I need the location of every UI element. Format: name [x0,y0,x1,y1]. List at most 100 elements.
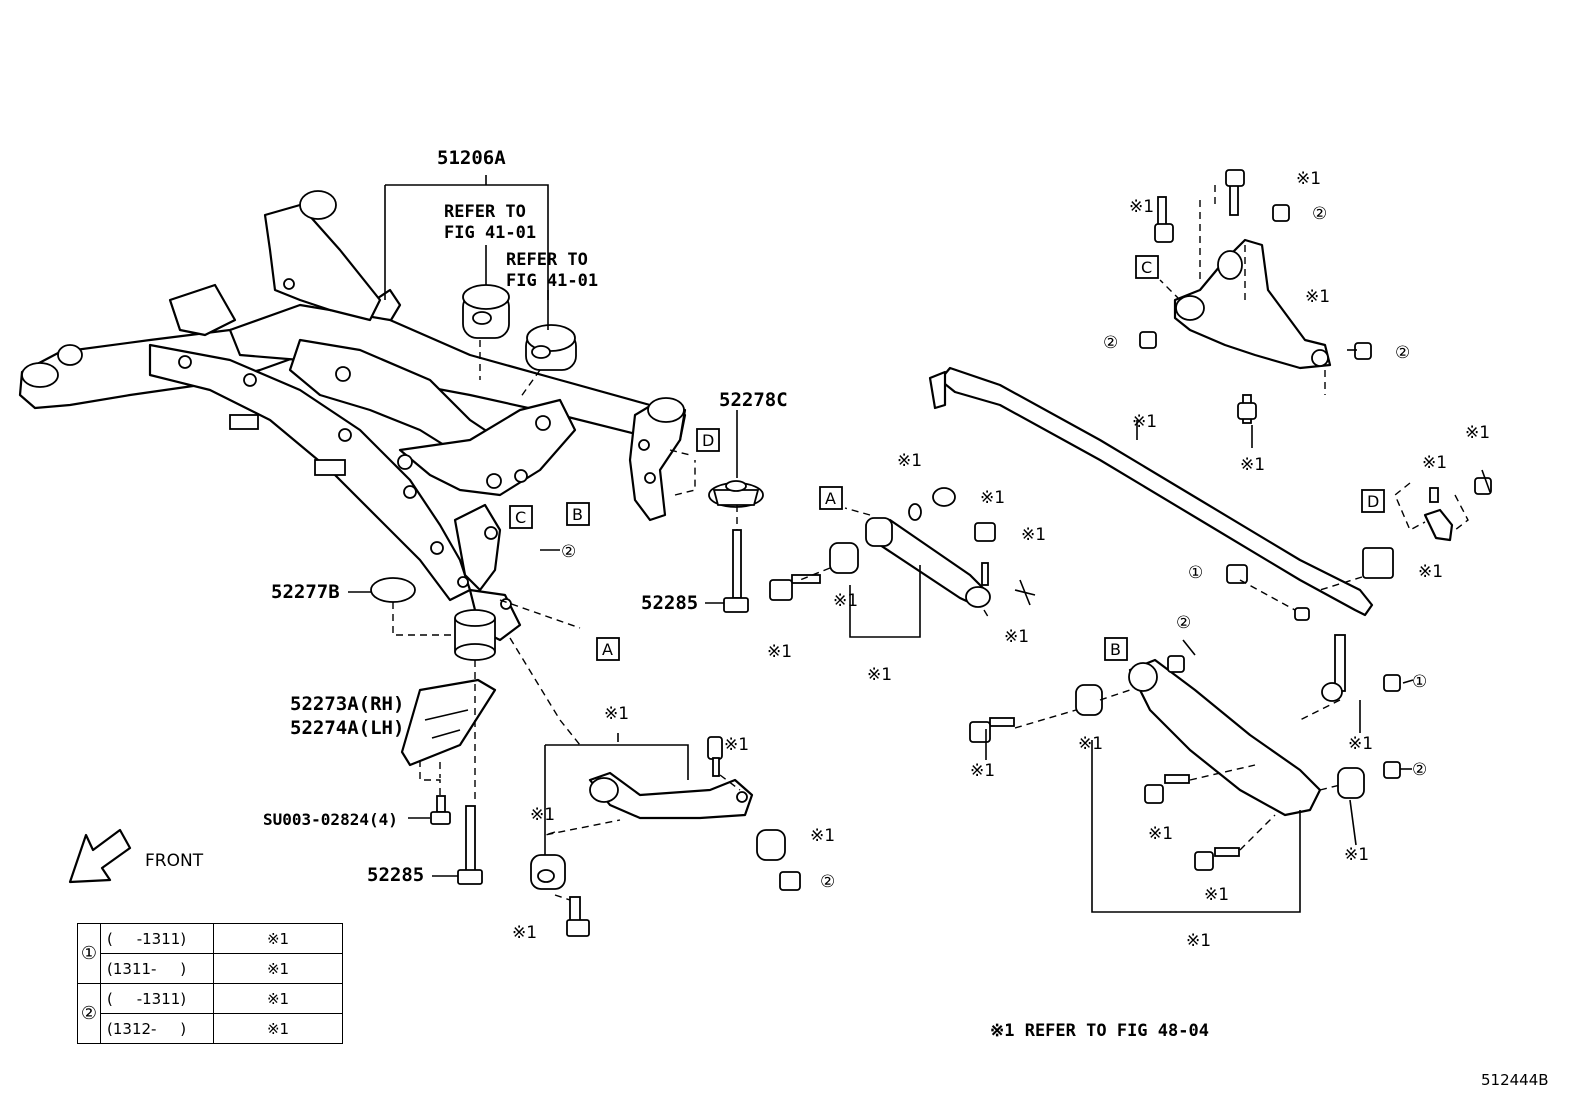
refer-note-2-line1: REFER TO [506,250,588,270]
legend-row: ① ( -1311) ※1 [77,923,343,984]
ref-callout: ※1 [1348,734,1373,754]
label-crossmember: 51206A [437,147,506,169]
legend-row: (1312- ) ※1 [78,1013,343,1044]
legend-row: ② ( -1311) ※1 [77,983,343,1044]
box-a-left: A [596,637,620,661]
label-bolt-lower: 52285 [367,864,424,886]
ref-callout: ※1 [1240,455,1265,475]
ref-callout: ※1 [1344,845,1369,865]
box-c-right: C [1135,255,1159,279]
ref-callout: ※1 [1418,562,1443,582]
footnote: ※1 REFER TO FIG 48-04 [990,1021,1209,1041]
ref-callout: ※1 [1129,197,1154,217]
callout-circle2: ② [1395,343,1410,363]
bracket-d-drawing [1423,477,1492,542]
callout-circle2: ② [1312,204,1327,224]
label-bolt-upper: 52285 [641,592,698,614]
legend-ref: ※1 [213,923,343,954]
ref-callout: ※1 [1465,423,1490,443]
mount-bushing [454,609,496,661]
legend-ref: ※1 [213,1013,343,1044]
toe-link-drawing [530,733,801,937]
rear-subframe-drawing [18,185,687,642]
refer-note-2-line2: FIG 41-01 [506,271,598,291]
legend-mark: ② [77,983,101,1044]
solid-leaders [348,175,1491,877]
dashed-leaders [392,185,1469,901]
svg-text:B: B [1110,640,1121,659]
bracket-drawing [400,678,497,767]
svg-text:D: D [702,431,714,450]
box-a-right: A [819,486,843,510]
label-bracket-rh: 52273A(RH) [290,693,404,715]
upper-arm-c-drawing [1139,169,1372,424]
subframe-bushing-lower [525,324,577,371]
ref-callout: ※1 [897,451,922,471]
svg-text:D: D [1367,492,1379,511]
ref-callout: ※1 [833,591,858,611]
label-washer: 52277B [271,581,340,603]
label-screw: SU003-02824(4) [263,810,398,829]
callout-circle1: ① [1188,563,1203,583]
subframe-bushing-upper [462,284,510,339]
ref-callout: ※1 [530,805,555,825]
legend-row: (1311- ) ※1 [78,953,343,984]
ref-callout: ※1 [1004,627,1029,647]
legend-range: (1312- ) [100,1013,214,1044]
ref-callout: ※1 [970,761,995,781]
ref-callout: ※1 [1021,525,1046,545]
ref-callout: ※1 [604,704,629,724]
svg-text:A: A [602,640,613,659]
figure-id: 512444B [1481,1071,1549,1089]
callout-circle2: ② [1176,613,1191,633]
ref-callout: ※1 [867,665,892,685]
svg-text:C: C [1141,258,1152,277]
ref-callout: ※1 [724,735,749,755]
lateral-link-a-drawing [769,487,1036,638]
box-b-left: B [566,502,590,526]
box-b-right: B [1104,637,1128,661]
legend-ref: ※1 [213,953,343,984]
refer-note-1-line2: FIG 41-01 [444,223,536,243]
legend-table: ① ( -1311) ※1 (1311- ) ※1 ② ( -1311) ※1 … [77,923,343,1044]
stopper-52278c-drawing [708,480,764,508]
ref-callouts: ※1 ※1 ※1 ※1 ※1 ※1 ※1 ※1 ※1 ※1 ※1 ※1 ※1 ※… [512,169,1490,951]
ref-callout: ※1 [512,923,537,943]
ref-callout: ※1 [1204,885,1229,905]
ref-callout: ※1 [1078,734,1103,754]
ref-callout: ※1 [767,642,792,662]
callout-circle2: ② [1412,760,1427,780]
svg-text:B: B [572,505,583,524]
callout-circle2: ② [820,872,835,892]
ref-callout: ※1 [1148,824,1173,844]
refer-note-1-line1: REFER TO [444,202,526,222]
ref-callout: ※1 [1422,453,1447,473]
ref-callout: ※1 [810,826,835,846]
front-label: FRONT [145,851,204,871]
ref-callout: ※1 [1186,931,1211,951]
box-c-left: C [509,505,533,529]
legend-ref: ※1 [213,983,343,1014]
callout-circle2: ② [561,542,576,562]
ref-callout: ※1 [980,488,1005,508]
label-stopper: 52278C [719,389,788,411]
legend-range: ( -1311) [100,983,214,1014]
label-bracket-lh: 52274A(LH) [290,717,404,739]
ref-callout: ※1 [1132,412,1157,432]
ref-callout: ※1 [1305,287,1330,307]
legend-mark: ① [77,923,101,984]
callout-circle1: ① [1412,672,1427,692]
front-arrow-icon [68,828,132,884]
legend-range: (1311- ) [100,953,214,984]
callout-circle2: ② [1103,333,1118,353]
washer-52277b-drawing [370,577,416,603]
svg-text:C: C [515,508,526,527]
lower-arm-b-drawing [969,655,1401,913]
ref-callout: ※1 [1296,169,1321,189]
box-d-left: D [696,428,720,452]
svg-text:A: A [825,489,836,508]
stabilizer-bar-drawing [928,366,1401,702]
legend-range: ( -1311) [100,923,214,954]
